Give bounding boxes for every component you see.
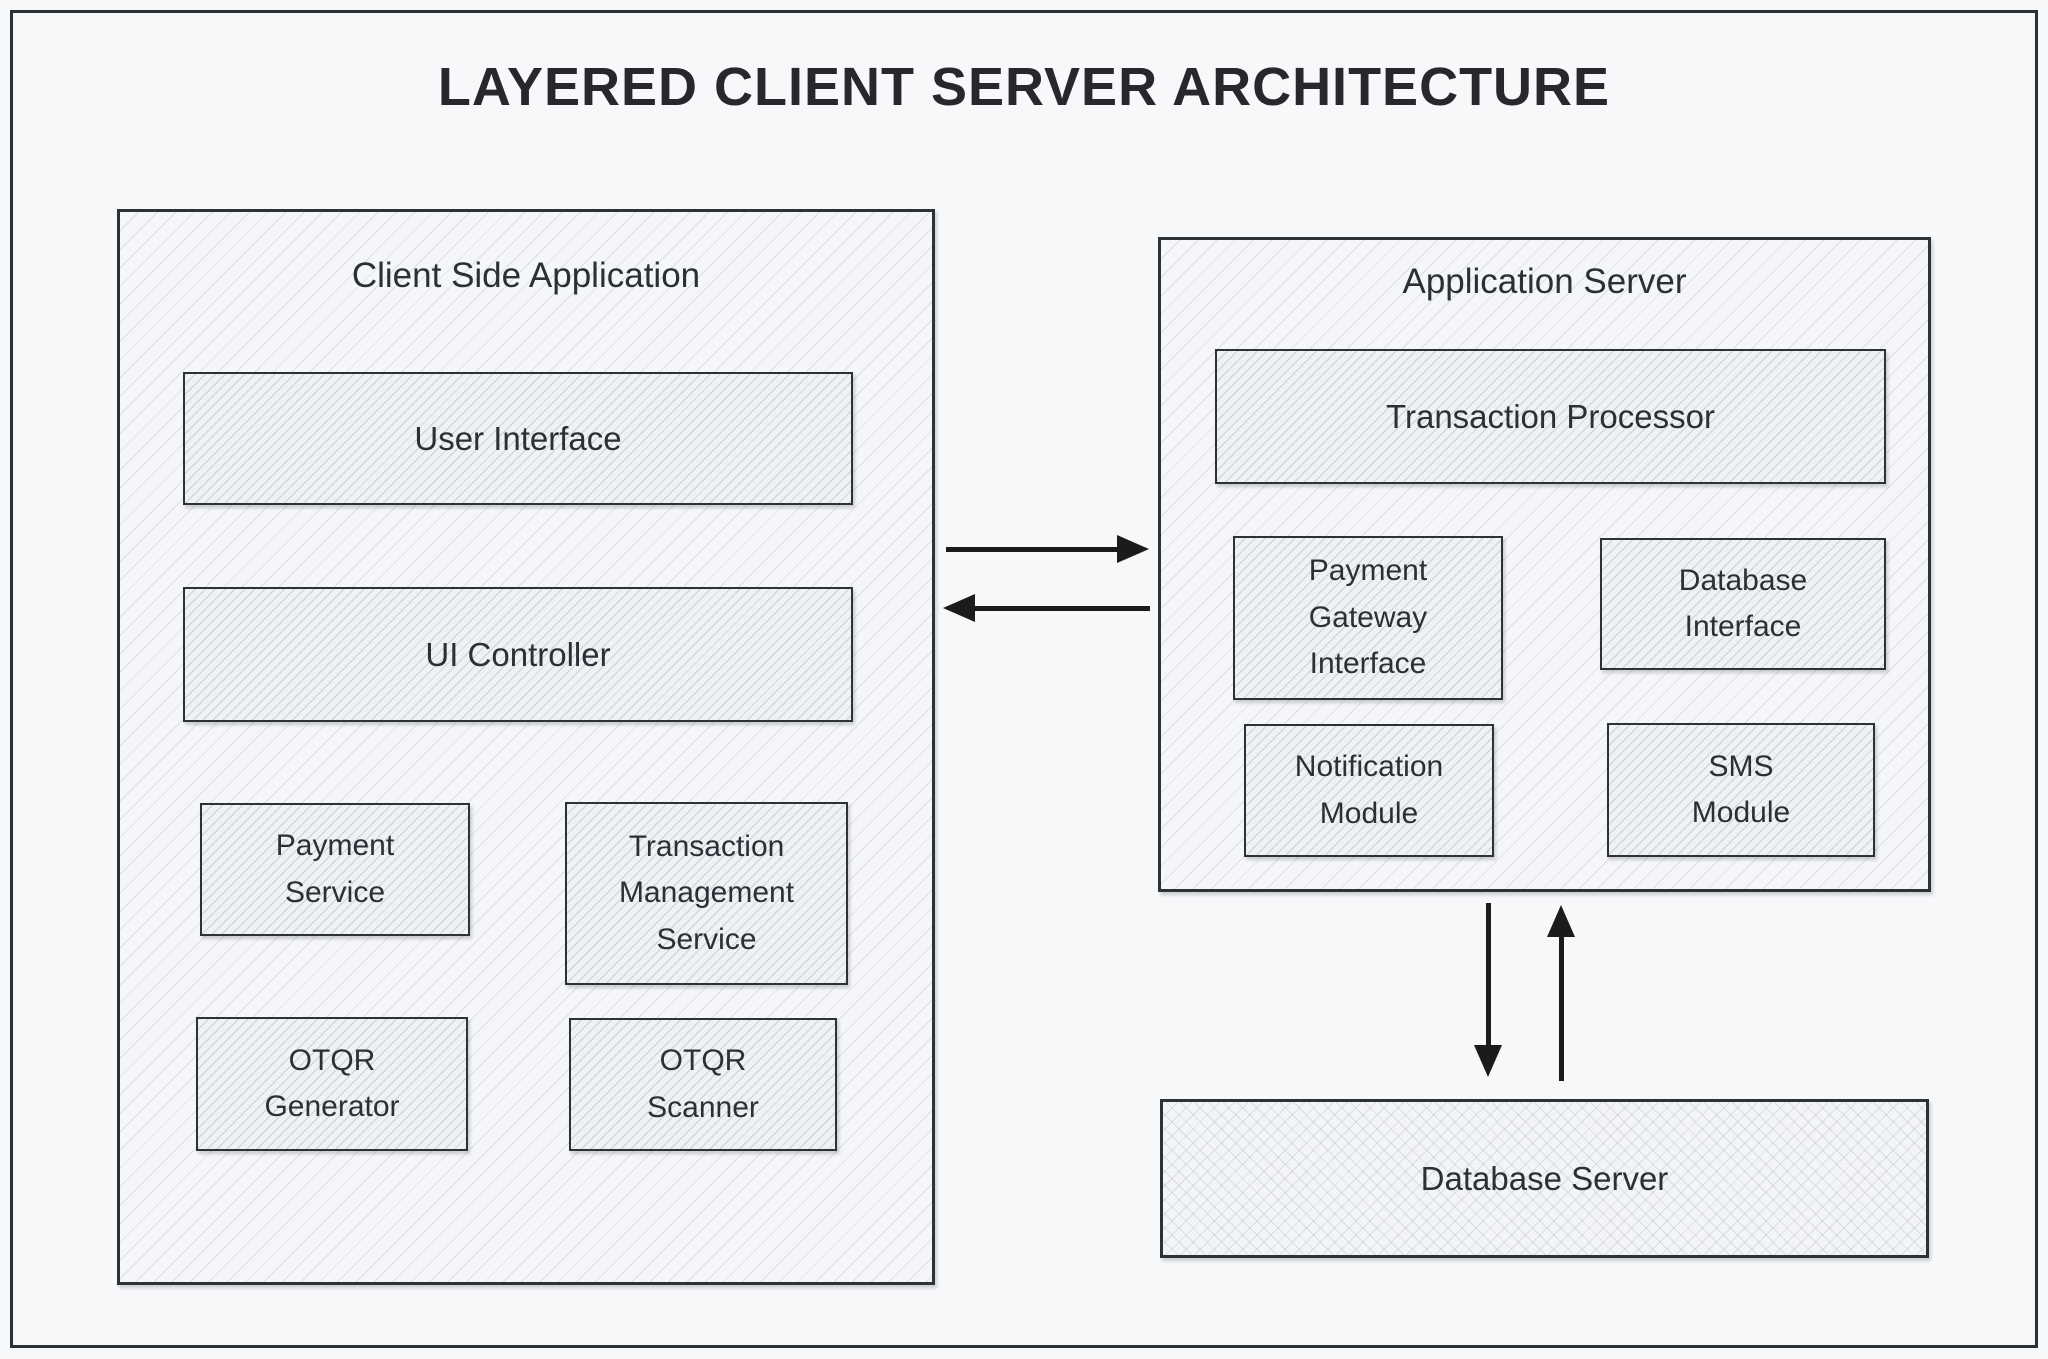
notification-module-box: Notification Module [1244, 724, 1494, 857]
transaction-processor-label: Transaction Processor [1386, 397, 1715, 435]
user-interface-label: User Interface [414, 419, 622, 457]
database-interface-label: Database Interface [1678, 563, 1808, 644]
ui-controller-label: UI Controller [425, 635, 611, 673]
arrow-server-to-db-head-icon [1474, 1045, 1502, 1077]
otqr-generator-label: OTQR Generator [264, 1043, 400, 1124]
client-side-application-label: Client Side Application [351, 256, 701, 295]
arrow-db-to-server-shaft [1559, 935, 1564, 1081]
database-server-box: Database Server [1160, 1099, 1929, 1258]
sms-module-box: SMS Module [1607, 723, 1875, 857]
arrow-server-to-client-shaft [974, 606, 1150, 611]
notification-module-label: Notification Module [1294, 750, 1444, 830]
otqr-generator-box: OTQR Generator [196, 1017, 468, 1151]
payment-gateway-interface-box: Payment Gateway Interface [1233, 536, 1503, 700]
arrow-db-to-server-head-icon [1547, 905, 1575, 937]
arrow-client-to-server-head-icon [1117, 535, 1149, 563]
otqr-scanner-label: OTQR Scanner [647, 1044, 759, 1124]
payment-service-label: Payment Service [275, 829, 395, 909]
diagram-title: LAYERED CLIENT SERVER ARCHITECTURE [437, 57, 1611, 117]
arrow-server-to-client-head-icon [943, 594, 975, 622]
ui-controller-box: UI Controller [183, 587, 853, 722]
transaction-processor-box: Transaction Processor [1215, 349, 1886, 484]
user-interface-box: User Interface [183, 372, 853, 505]
sms-module-label: SMS Module [1691, 749, 1791, 830]
arrow-client-to-server-shaft [946, 547, 1120, 552]
transaction-management-service-box: Transaction Management Service [565, 802, 848, 985]
transaction-management-service-label: Transaction Management Service [618, 829, 795, 956]
database-server-label: Database Server [1420, 1159, 1669, 1197]
payment-gateway-interface-label: Payment Gateway Interface [1308, 554, 1428, 681]
payment-service-box: Payment Service [200, 803, 470, 936]
application-server-label: Application Server [1402, 262, 1687, 301]
arrow-server-to-db-shaft [1486, 903, 1491, 1048]
database-interface-box: Database Interface [1600, 538, 1886, 670]
otqr-scanner-box: OTQR Scanner [569, 1018, 837, 1151]
